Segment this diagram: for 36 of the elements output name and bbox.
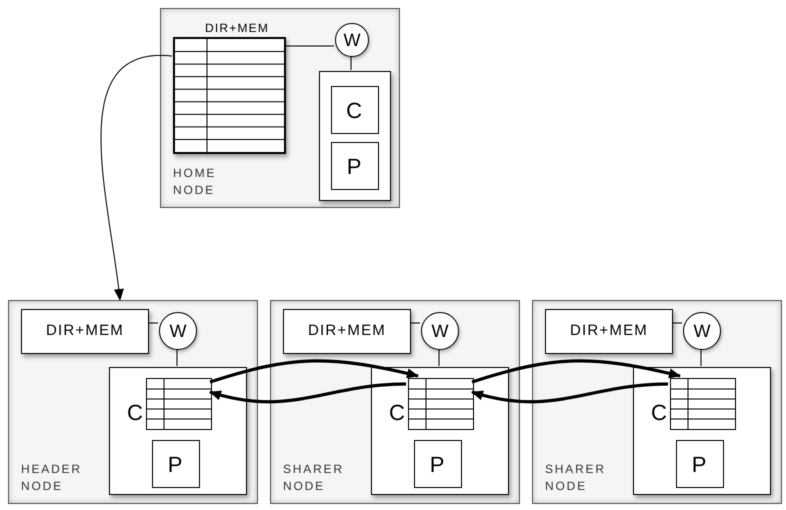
component-box: P — [414, 440, 462, 488]
node-label: HOME NODE — [173, 165, 218, 199]
processor-box — [109, 367, 247, 495]
node-label: SHARER NODE — [545, 461, 607, 495]
connector-line — [148, 322, 158, 324]
connector-line — [438, 348, 440, 366]
node-frame — [160, 8, 400, 208]
node-label: HEADER NODE — [21, 461, 83, 495]
table-heading: DIR+MEM — [205, 20, 270, 37]
processor-box — [319, 71, 391, 201]
cache-label: C — [389, 401, 405, 425]
component-box: P — [331, 142, 379, 190]
arrow — [472, 359, 681, 384]
cache-label: C — [651, 401, 667, 425]
connector-line — [176, 348, 178, 366]
arrow — [100, 56, 172, 301]
arrow — [209, 382, 406, 404]
node-frame — [8, 300, 258, 504]
connector-line — [700, 348, 702, 366]
component-box: DIR+MEM — [21, 309, 149, 354]
connector-line — [672, 322, 682, 324]
component-box: C — [331, 86, 379, 134]
connector-line — [350, 56, 352, 70]
node-frame — [270, 300, 520, 504]
cache-label: C — [127, 401, 143, 425]
node-label: SHARER NODE — [283, 461, 345, 495]
component-box: P — [152, 440, 200, 488]
arrow — [471, 382, 668, 404]
node-frame — [532, 300, 782, 504]
processor-box — [633, 367, 771, 495]
component-box: P — [676, 440, 724, 488]
component-box: DIR+MEM — [545, 309, 673, 354]
arrow — [210, 359, 419, 384]
processor-box — [371, 367, 509, 495]
connector-line — [410, 322, 420, 324]
component-box: DIR+MEM — [283, 309, 411, 354]
